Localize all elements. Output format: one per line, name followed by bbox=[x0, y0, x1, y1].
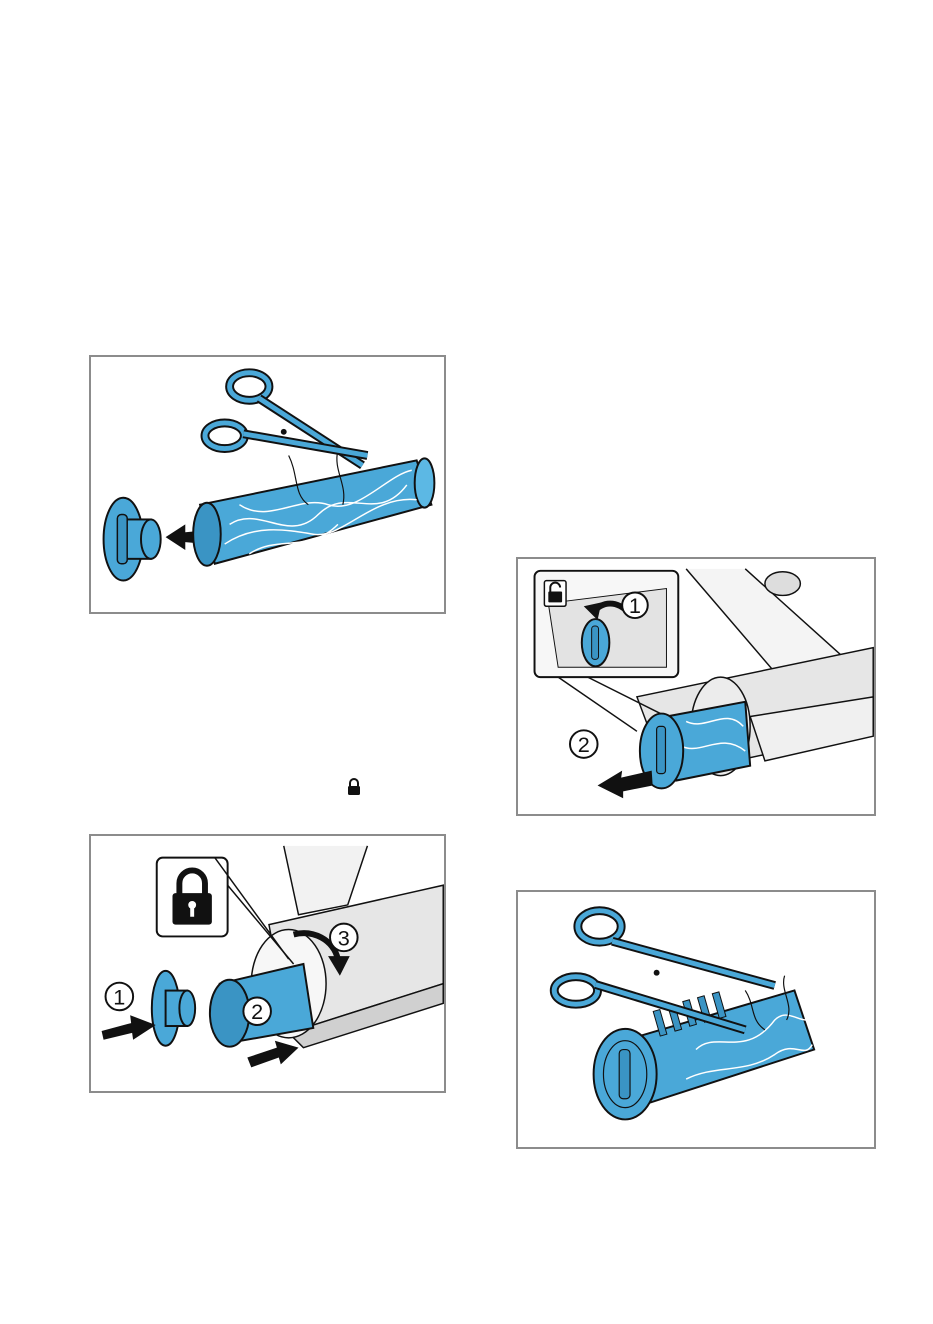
illustration-brush-scissors bbox=[518, 892, 874, 1147]
lock-closed-icon bbox=[347, 778, 361, 796]
svg-text:2: 2 bbox=[251, 999, 263, 1024]
figure-cut-hair-brush bbox=[516, 890, 876, 1149]
arrow-left-icon bbox=[598, 771, 653, 799]
svg-text:3: 3 bbox=[338, 925, 350, 950]
step-2-badge: 2 bbox=[570, 730, 598, 758]
step-1-badge: 1 bbox=[106, 983, 134, 1011]
figure-cut-hair-roller bbox=[89, 355, 446, 614]
end-cap bbox=[104, 498, 161, 581]
end-cap bbox=[152, 971, 195, 1046]
figure-reassemble: 3 2 1 bbox=[89, 834, 446, 1093]
step-2-badge: 2 bbox=[243, 997, 271, 1025]
svg-text:1: 1 bbox=[113, 984, 125, 1009]
illustration-reassemble: 3 2 1 bbox=[91, 836, 444, 1091]
arrow-right-icon bbox=[247, 1041, 298, 1068]
step-1-badge: 1 bbox=[622, 592, 648, 618]
illustration-remove-brush: 1 2 bbox=[518, 559, 874, 814]
lock-open-icon bbox=[544, 581, 566, 607]
illustration-roller-scissors bbox=[91, 357, 444, 612]
roller bbox=[193, 451, 434, 566]
svg-text:1: 1 bbox=[629, 593, 641, 618]
arrow-right-icon bbox=[102, 1015, 156, 1040]
svg-text:2: 2 bbox=[578, 732, 590, 757]
figure-remove-brush: 1 2 bbox=[516, 557, 876, 816]
scissors-icon bbox=[205, 373, 367, 466]
brush-roller bbox=[640, 702, 750, 789]
step-3-badge: 3 bbox=[330, 924, 358, 952]
